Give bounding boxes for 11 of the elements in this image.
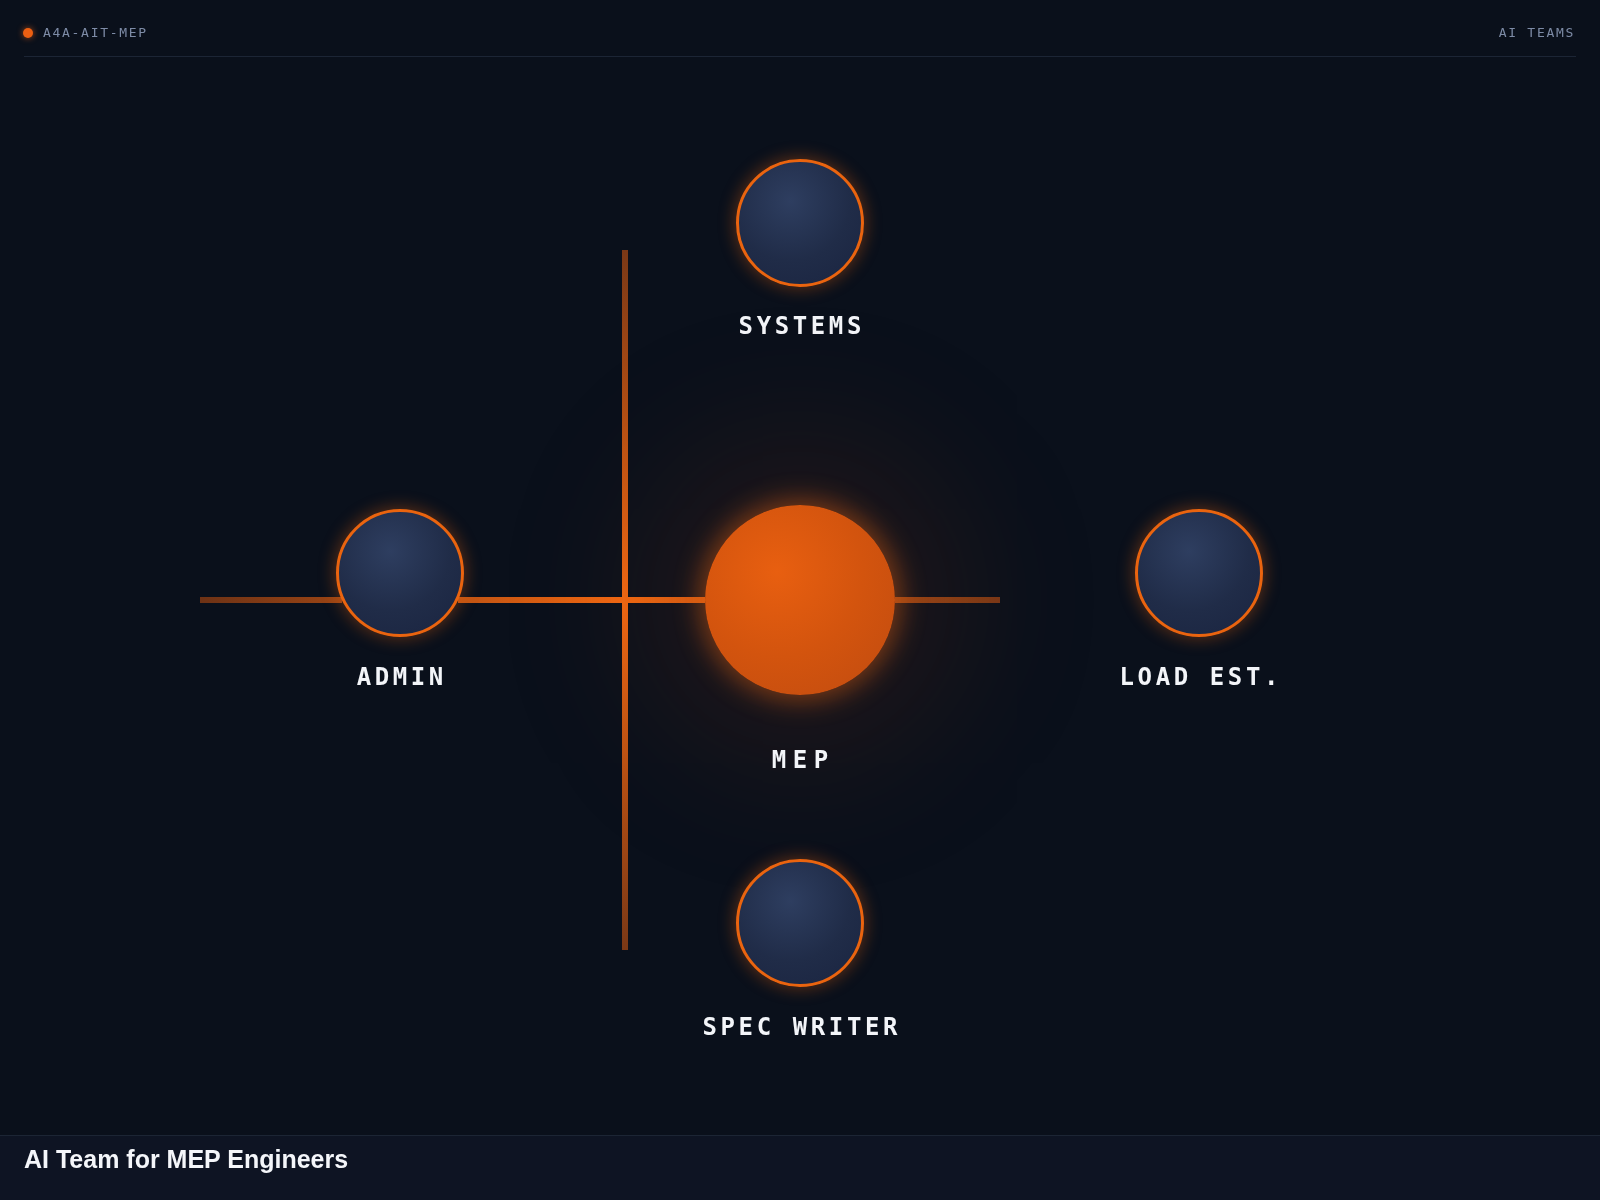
node-label: SPEC WRITER (702, 1013, 902, 1041)
page-title: AI Team for MEP Engineers (24, 1144, 349, 1174)
connector-line (200, 597, 342, 603)
section-label: AI TEAMS (1498, 25, 1575, 41)
connector-line (895, 597, 1000, 603)
node-label: LOAD EST. (1119, 663, 1282, 691)
node-label: MEP (771, 746, 835, 774)
node-label: ADMIN (356, 663, 447, 691)
connector-line (458, 597, 705, 603)
node-label: SYSTEMS (738, 312, 865, 340)
header-code: A4A-AIT-MEP (43, 25, 148, 41)
